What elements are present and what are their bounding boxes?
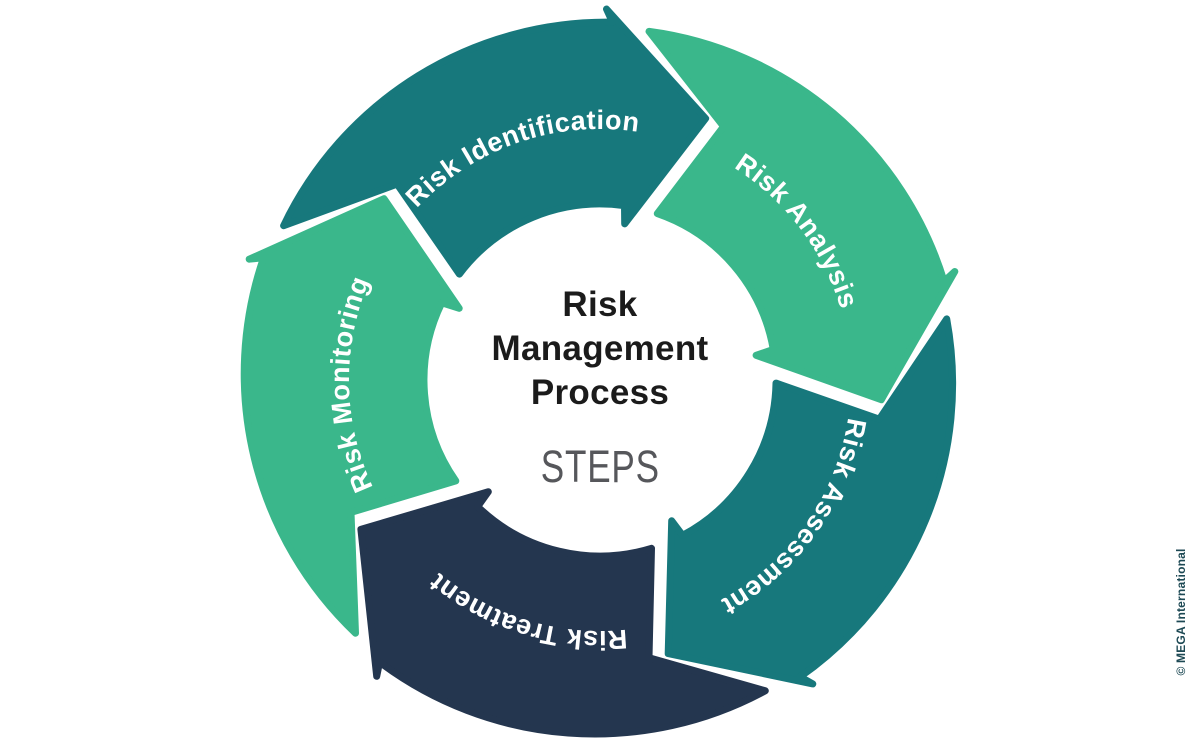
arrow-risk-analysis [645, 27, 959, 404]
arrow-risk-assessment [664, 315, 957, 688]
center-title-line-3: Process [530, 373, 670, 412]
center-subtitle: STEPS [540, 441, 660, 492]
center-title-line-2: Management [491, 329, 709, 368]
arrow-risk-monitoring [240, 195, 463, 637]
arrow-risk-identification [280, 5, 710, 278]
center-text-block: Risk Management Process STEPS [430, 283, 770, 493]
arrow-risk-treatment [357, 488, 769, 738]
copyright-notice: © MEGA International [1174, 548, 1188, 676]
center-title-line-1: Risk [562, 285, 638, 324]
